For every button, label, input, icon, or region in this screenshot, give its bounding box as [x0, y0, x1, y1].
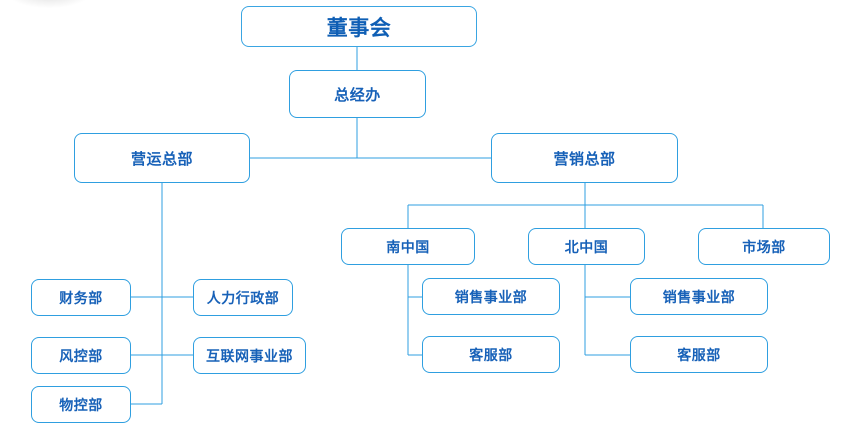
org-node-label: 客服部 [677, 347, 721, 364]
org-node-risk-dept[interactable]: 风控部 [31, 337, 131, 374]
org-node-label: 总经办 [334, 85, 381, 104]
org-node-north-china[interactable]: 北中国 [528, 228, 645, 265]
org-node-internet-division[interactable]: 互联网事业部 [193, 337, 306, 374]
org-node-label: 营销总部 [553, 149, 616, 168]
org-node-board[interactable]: 董事会 [241, 6, 477, 47]
org-node-finance-dept[interactable]: 财务部 [31, 279, 131, 316]
org-node-market-dept[interactable]: 市场部 [698, 228, 830, 265]
org-node-marketing-hq[interactable]: 营销总部 [491, 133, 678, 183]
org-node-label: 北中国 [564, 239, 609, 256]
org-node-north-sales[interactable]: 销售事业部 [630, 278, 768, 315]
org-node-south-sales[interactable]: 销售事业部 [422, 278, 560, 315]
org-node-hr-admin-dept[interactable]: 人力行政部 [193, 279, 293, 316]
org-node-label: 销售事业部 [662, 289, 736, 306]
org-node-label: 物控部 [59, 397, 103, 414]
org-node-label: 南中国 [386, 239, 430, 256]
org-node-material-dept[interactable]: 物控部 [31, 386, 131, 423]
org-node-label: 风控部 [59, 348, 103, 365]
org-node-label: 财务部 [59, 290, 103, 307]
org-node-gm-office[interactable]: 总经办 [289, 70, 426, 118]
org-node-ops-hq[interactable]: 营运总部 [74, 133, 250, 183]
org-node-south-china[interactable]: 南中国 [341, 228, 475, 265]
corner-shadow-artifact [6, 0, 92, 8]
org-node-label: 客服部 [469, 347, 513, 364]
org-node-label: 互联网事业部 [206, 348, 293, 365]
org-node-label: 董事会 [326, 15, 392, 40]
org-node-north-service[interactable]: 客服部 [630, 336, 768, 373]
org-node-label: 营运总部 [130, 149, 193, 168]
org-node-label: 人力行政部 [206, 290, 280, 307]
org-node-south-service[interactable]: 客服部 [422, 336, 560, 373]
org-node-label: 市场部 [742, 239, 786, 256]
org-node-label: 销售事业部 [454, 289, 528, 306]
